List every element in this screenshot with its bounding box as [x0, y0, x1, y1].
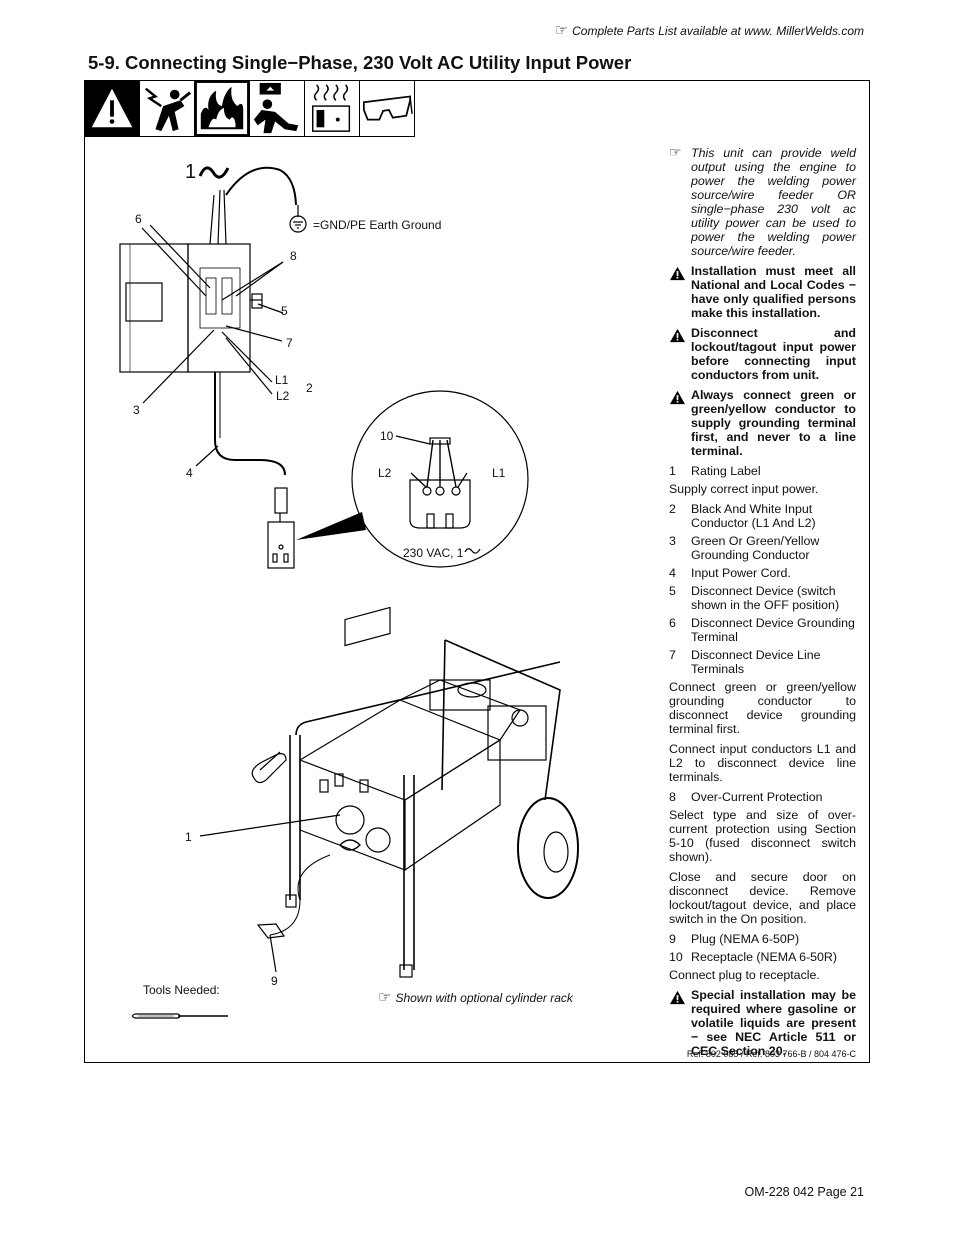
installation-illustration — [119, 166, 579, 1019]
ground-label: =GND/PE Earth Ground — [313, 218, 442, 232]
warning-triangle-icon — [670, 328, 685, 343]
l1-label: L1 — [275, 373, 289, 387]
intro-note: ☞ This unit can provide weld output usin… — [669, 144, 856, 258]
hot-parts-icon — [304, 80, 360, 137]
l2-label: L2 — [276, 389, 290, 403]
callout-2: 2 — [306, 381, 313, 395]
pointing-hand-icon: ☞ — [378, 989, 392, 1006]
instruction-paragraph: Connect plug to receptacle. — [669, 968, 820, 982]
hazard-icon-strip — [84, 80, 415, 137]
voltage-label: 230 VAC, 1 — [403, 546, 464, 560]
callout-9: 9 — [271, 974, 278, 988]
callout-1: 1 — [185, 830, 192, 844]
warning-triangle-icon — [670, 266, 685, 281]
instruction-paragraph: Select type and size of over-current pro… — [669, 808, 856, 864]
reference-numbers: Ref. 802 085 / Ref. 803 766-B / 804 476-… — [686, 1049, 856, 1059]
callout-3: 3 — [133, 403, 140, 417]
callout-8: 8 — [290, 249, 297, 263]
safety-glasses-icon — [359, 80, 415, 137]
page-number: OM-228 042 Page 21 — [744, 1185, 864, 1199]
pointing-hand-icon: ☞ — [669, 144, 682, 160]
instruction-paragraph: Close and secure door on disconnect devi… — [669, 870, 856, 926]
tools-needed-label: Tools Needed: — [143, 983, 220, 997]
instructions-column: ☞ This unit can provide weld output usin… — [669, 144, 856, 1064]
instruction-paragraph: Supply correct input power. — [669, 482, 819, 496]
parts-list-note: ☞Complete Parts List available at www. M… — [554, 22, 864, 39]
instruction-paragraph: Connect green or green/yellow grounding … — [669, 680, 856, 736]
receptacle-l1-label: L1 — [492, 466, 506, 480]
section-title: 5-9. Connecting Single−Phase, 230 Volt A… — [88, 52, 632, 73]
falling-equipment-icon — [249, 80, 305, 137]
fire-icon — [194, 80, 250, 137]
receptacle-l2-label: L2 — [378, 466, 392, 480]
callout-5: 5 — [281, 304, 288, 318]
cylinder-rack-note: ☞Shown with optional cylinder rack — [378, 989, 573, 1006]
warning-volatile-liquids: Special installation may be required whe… — [669, 988, 856, 1058]
pointing-hand-icon: ☞ — [554, 22, 569, 39]
phase-number: 1 — [185, 161, 197, 183]
warning-grounding: Always connect green or green/yellow con… — [669, 388, 856, 458]
warning-triangle-icon — [84, 80, 140, 137]
warning-lockout: Disconnect and lockout/tagout input powe… — [669, 326, 856, 382]
callout-6: 6 — [135, 212, 142, 226]
callout-10: 10 — [380, 429, 394, 443]
installation-diagram: 1 =GND/PE Earth Ground 6 8 5 7 L1 L2 2 3… — [85, 137, 660, 1062]
warning-triangle-icon — [670, 990, 685, 1005]
electric-shock-icon — [139, 80, 195, 137]
warning-codes: Installation must meet all National and … — [669, 264, 856, 320]
warning-triangle-icon — [670, 390, 685, 405]
callout-7: 7 — [286, 336, 293, 350]
callout-4: 4 — [186, 466, 193, 480]
instruction-paragraph: Connect input conductors L1 and L2 to di… — [669, 742, 856, 784]
content-frame — [84, 80, 870, 1063]
